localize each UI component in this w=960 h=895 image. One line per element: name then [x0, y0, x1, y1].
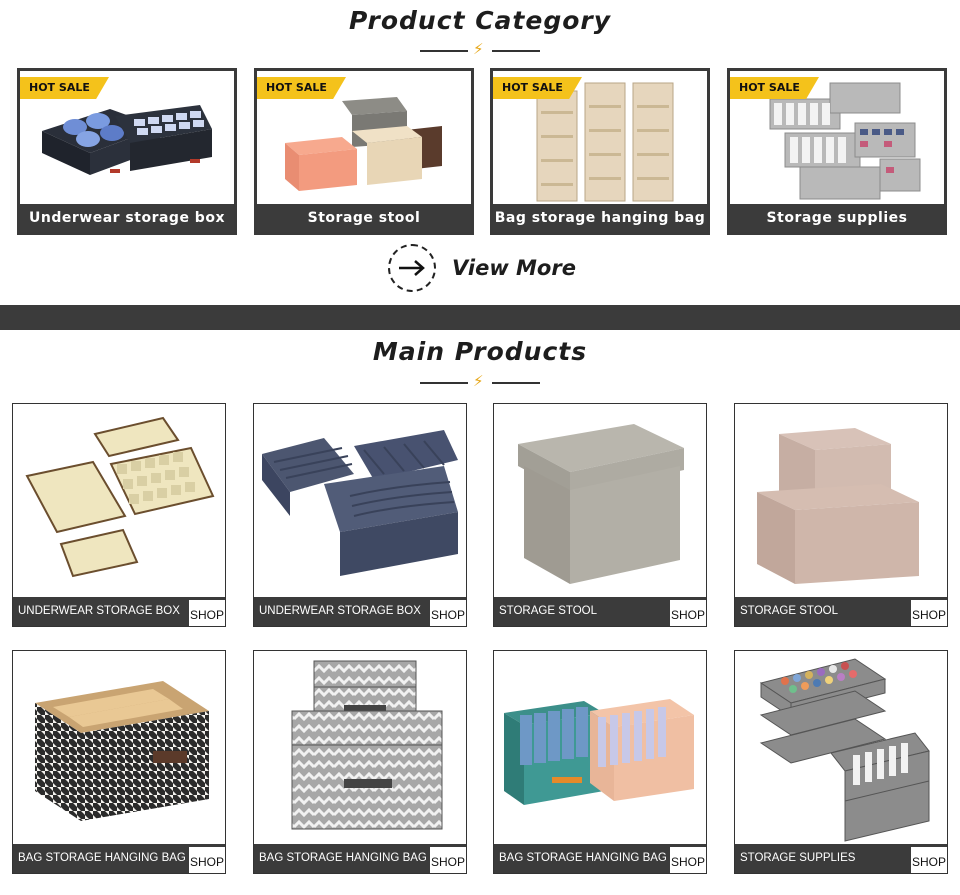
- view-more-link[interactable]: View More: [388, 244, 576, 292]
- product-image-storage-stool: [735, 404, 947, 596]
- category-section-title: Product Category: [348, 6, 612, 35]
- section-separator-band: [0, 305, 960, 330]
- shop-button[interactable]: SHOP: [189, 599, 225, 626]
- product-image-underwear-box: [254, 404, 466, 596]
- product-card[interactable]: BAG STORAGE HANGING BAG SHOP: [12, 650, 226, 874]
- product-image-chevron-box: [254, 651, 466, 843]
- product-card[interactable]: STORAGE STOOL SHOP: [493, 403, 707, 627]
- title-divider: ⚡: [420, 373, 540, 390]
- hot-sale-badge: HOT SALE: [257, 77, 346, 99]
- product-name: BAG STORAGE HANGING BAG: [499, 852, 667, 864]
- product-name: BAG STORAGE HANGING BAG: [259, 852, 427, 864]
- products-section-title: Main Products: [372, 337, 588, 366]
- product-image-storage-stool: [494, 404, 706, 596]
- product-name: UNDERWEAR STORAGE BOX: [18, 605, 180, 617]
- product-image-sock-organizers: [735, 651, 947, 843]
- product-image-houndstooth-box: [13, 651, 225, 843]
- product-card[interactable]: STORAGE SUPPLIES SHOP: [734, 650, 948, 874]
- storage-stool-image: [257, 71, 471, 207]
- shop-button[interactable]: SHOP: [189, 846, 225, 873]
- product-name: UNDERWEAR STORAGE BOX: [259, 605, 421, 617]
- category-label: Storage supplies: [730, 204, 944, 232]
- title-divider: ⚡: [420, 41, 540, 58]
- shop-button[interactable]: SHOP: [430, 599, 466, 626]
- lightning-icon: ⚡: [473, 41, 484, 58]
- hot-sale-badge: HOT SALE: [730, 77, 819, 99]
- product-card[interactable]: STORAGE STOOL SHOP: [734, 403, 948, 627]
- underwear-box-image: [20, 71, 234, 207]
- shop-button[interactable]: SHOP: [911, 846, 947, 873]
- arrow-right-icon: [388, 244, 436, 292]
- shop-button[interactable]: SHOP: [670, 599, 706, 626]
- view-more-label: View More: [452, 256, 576, 280]
- product-name: STORAGE STOOL: [499, 605, 597, 617]
- category-card-underwear[interactable]: HOT SALE Underwear storage box: [17, 68, 237, 235]
- shop-button[interactable]: SHOP: [430, 846, 466, 873]
- category-card-storage-supplies[interactable]: HOT SALE Storage supplies: [727, 68, 947, 235]
- hanging-bag-image: [493, 71, 707, 207]
- product-name: BAG STORAGE HANGING BAG: [18, 852, 186, 864]
- lightning-icon: ⚡: [473, 373, 484, 390]
- storage-supplies-image: [730, 71, 944, 207]
- product-name: STORAGE SUPPLIES: [740, 852, 856, 864]
- category-label: Storage stool: [257, 204, 471, 232]
- product-image-jeans-organizer: [494, 651, 706, 843]
- product-card[interactable]: UNDERWEAR STORAGE BOX SHOP: [253, 403, 467, 627]
- product-card[interactable]: UNDERWEAR STORAGE BOX SHOP: [12, 403, 226, 627]
- hot-sale-badge: HOT SALE: [20, 77, 109, 99]
- category-card-hanging-bag[interactable]: HOT SALE Bag storage hanging bag: [490, 68, 710, 235]
- category-label: Bag storage hanging bag: [493, 204, 707, 232]
- hot-sale-badge: HOT SALE: [493, 77, 582, 99]
- product-name: STORAGE STOOL: [740, 605, 838, 617]
- product-card[interactable]: BAG STORAGE HANGING BAG SHOP: [253, 650, 467, 874]
- shop-button[interactable]: SHOP: [911, 599, 947, 626]
- category-label: Underwear storage box: [20, 204, 234, 232]
- product-card[interactable]: BAG STORAGE HANGING BAG SHOP: [493, 650, 707, 874]
- product-image-underwear-box: [13, 404, 225, 596]
- shop-button[interactable]: SHOP: [670, 846, 706, 873]
- category-card-storage-stool[interactable]: HOT SALE Storage stool: [254, 68, 474, 235]
